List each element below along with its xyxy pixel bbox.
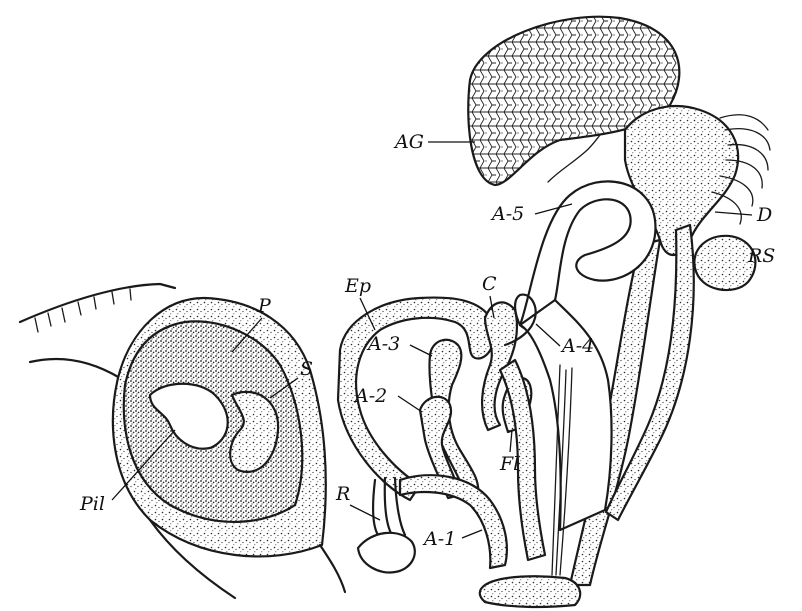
label-ag: AG: [393, 131, 475, 153]
label-p-text: P: [257, 295, 272, 317]
sheath-lower: [320, 545, 345, 592]
receptaculum-seminis: [694, 236, 755, 290]
label-fl-text: Fl: [499, 453, 519, 475]
penis-section-view: [20, 284, 345, 598]
label-d-text: D: [756, 204, 772, 226]
label-a4-text: A-4: [560, 335, 594, 357]
label-a1: A-1: [422, 528, 482, 550]
label-a2: A-2: [353, 385, 422, 412]
label-a3: A-3: [366, 333, 432, 356]
atrium-a1: [400, 475, 507, 568]
label-rs: RS: [747, 245, 775, 267]
label-c-text: C: [482, 273, 497, 295]
label-a2-text: A-2: [353, 385, 387, 407]
label-s-text: S: [300, 358, 313, 380]
genital-base: [480, 576, 580, 607]
label-a5-text: A-5: [490, 203, 524, 225]
label-pil-text: Pil: [79, 493, 105, 515]
label-d: D: [715, 204, 772, 226]
label-a1-text: A-1: [422, 528, 456, 550]
tube-lower-wall: [30, 359, 120, 378]
label-a3-text: A-3: [366, 333, 400, 355]
label-ag-text: AG: [393, 131, 424, 153]
tube-upper-wall: [20, 284, 175, 322]
label-ep-text: Ep: [344, 275, 371, 297]
label-r-text: R: [335, 483, 350, 505]
label-rs-text: RS: [747, 245, 775, 267]
